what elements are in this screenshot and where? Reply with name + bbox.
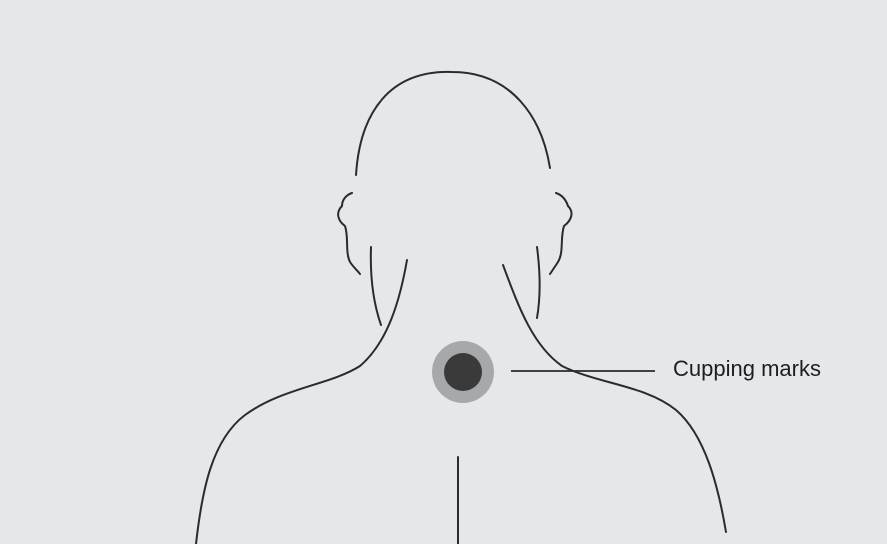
cupping-mark-center xyxy=(444,353,482,391)
right-ear xyxy=(550,193,571,274)
left-ear xyxy=(338,193,360,274)
cupping-marks-label: Cupping marks xyxy=(673,356,821,382)
right-neck-inner-line xyxy=(537,247,540,318)
right-shoulder-outline xyxy=(503,265,726,532)
head-outline xyxy=(356,72,550,175)
left-neck-inner-line xyxy=(371,247,381,325)
